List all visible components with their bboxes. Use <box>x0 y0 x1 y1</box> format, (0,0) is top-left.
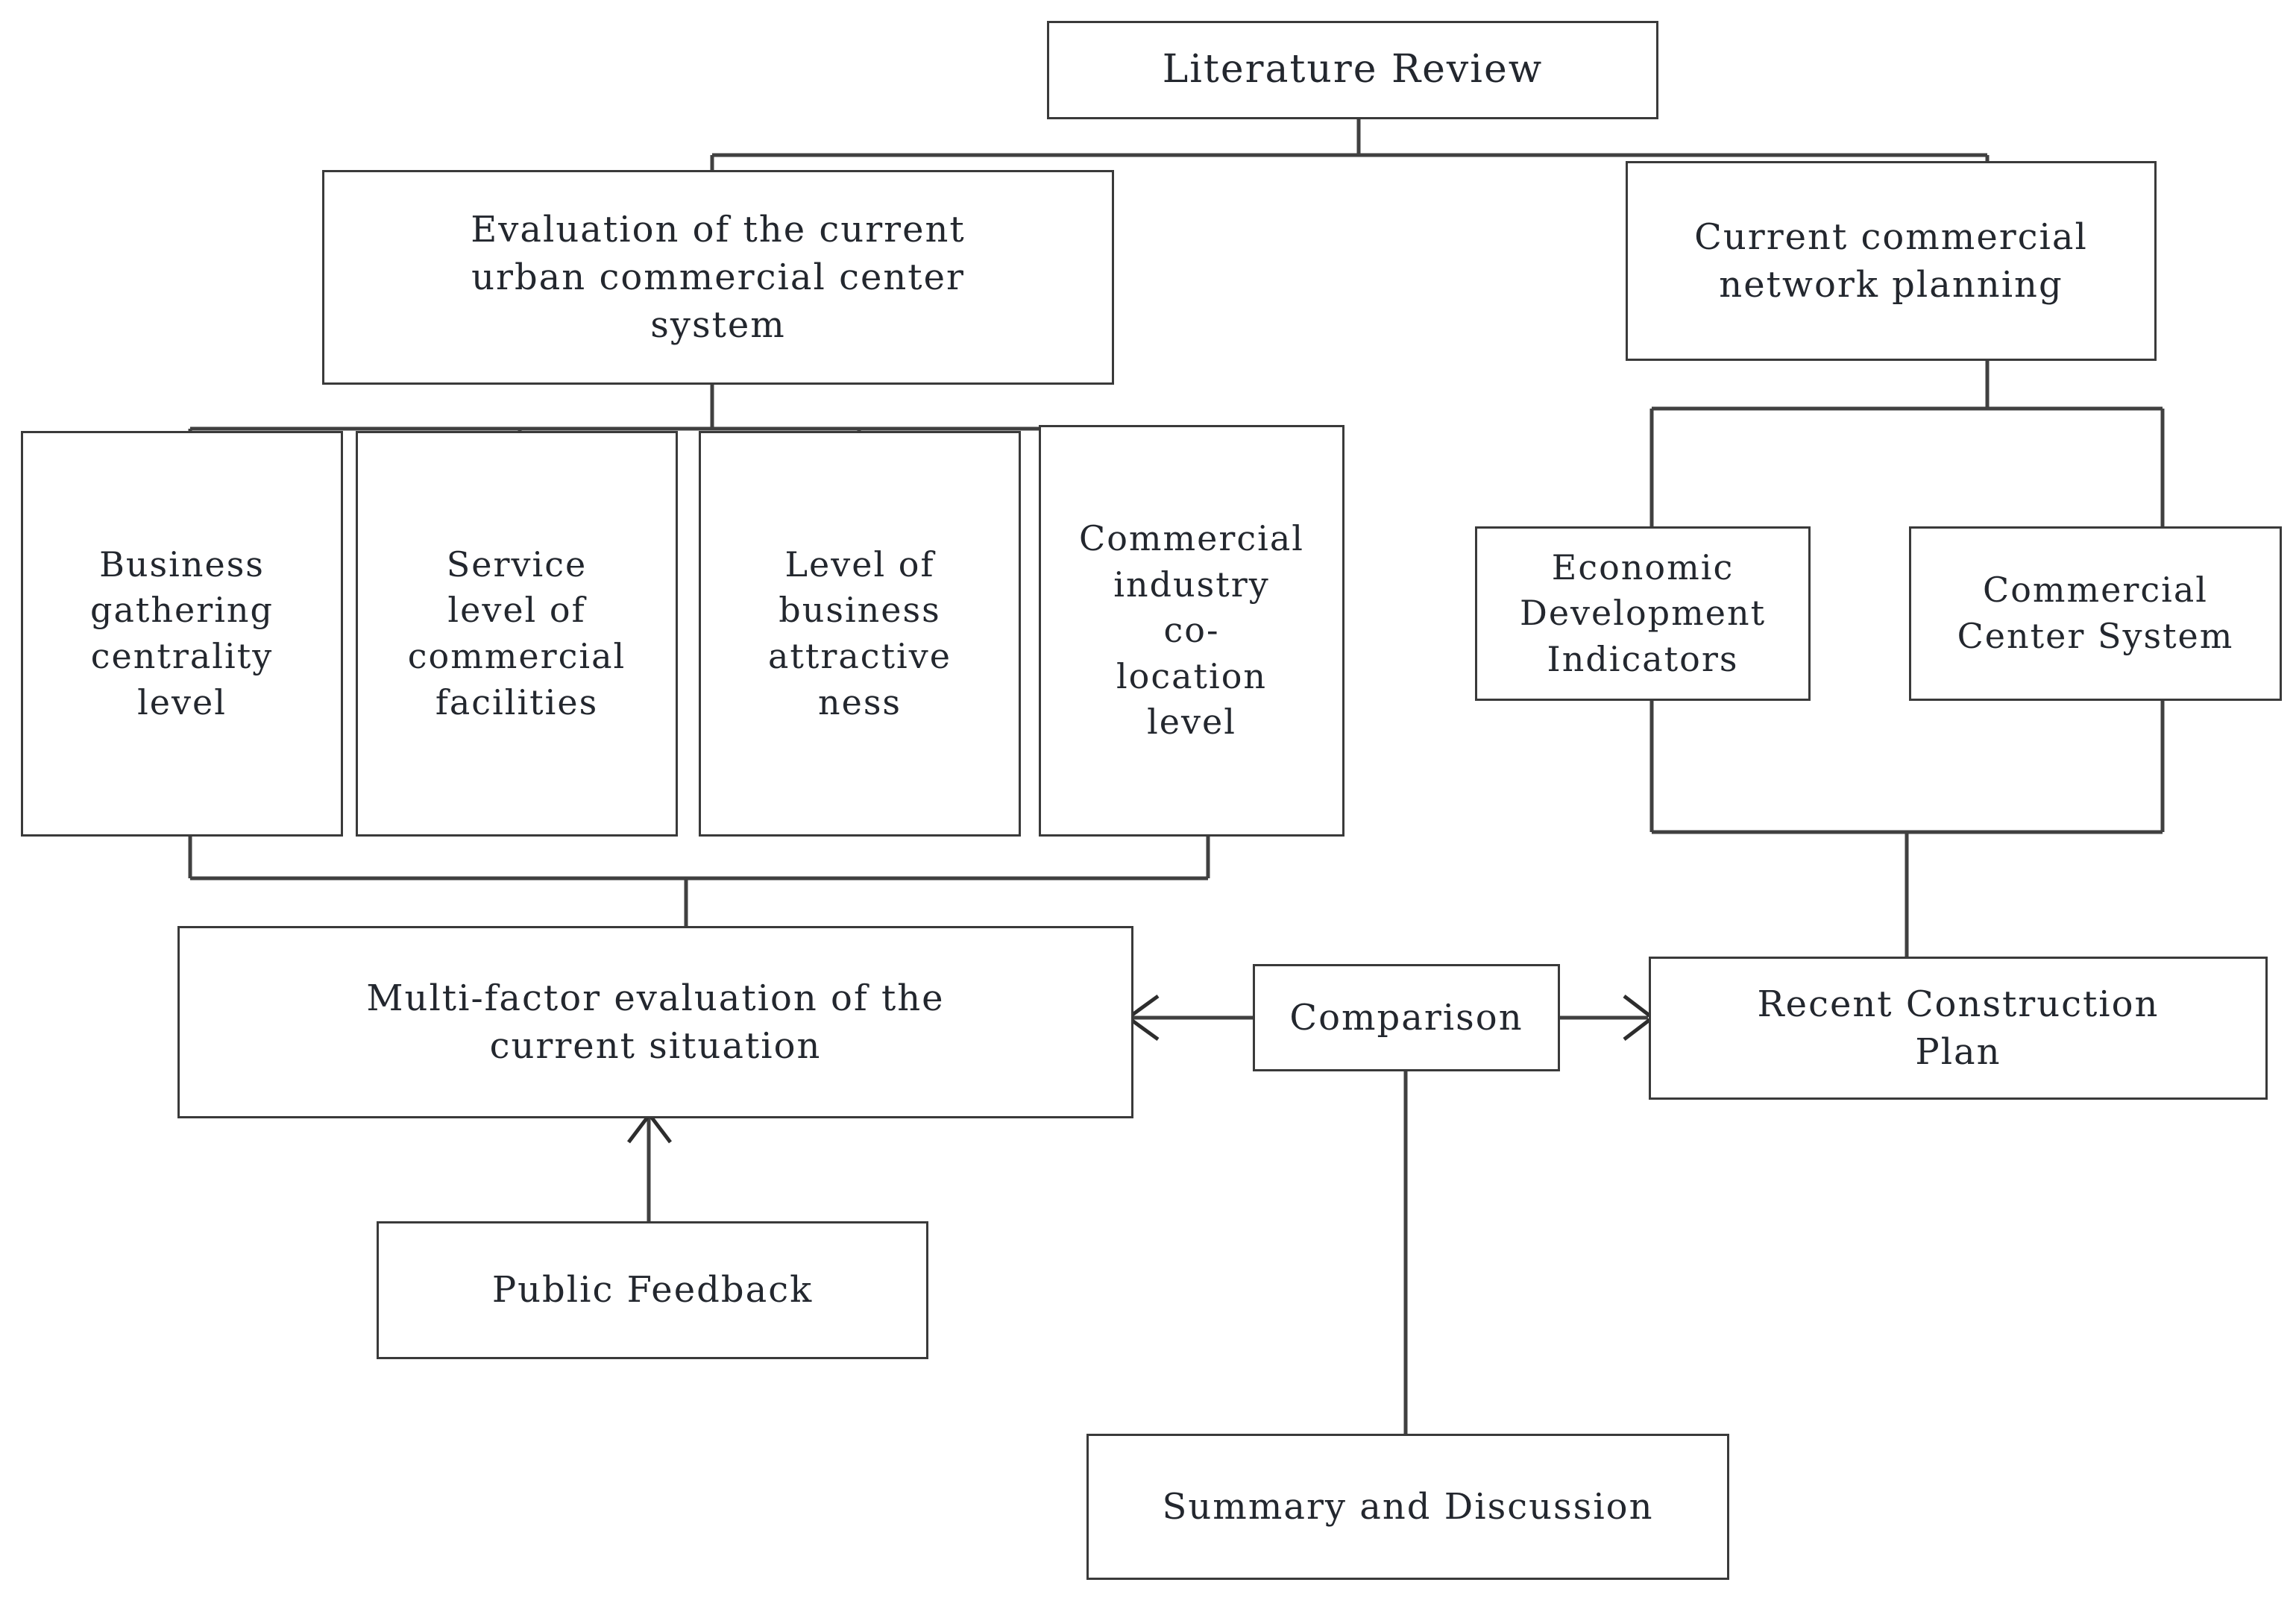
node-commercial-industry-colocation-label: Commercial industry co- location level <box>1079 517 1304 743</box>
node-current-network-planning[interactable]: Current commercial network planning <box>1626 161 2157 361</box>
node-commercial-center-system[interactable]: Commercial Center System <box>1909 526 2282 701</box>
node-multi-factor-evaluation[interactable]: Multi-factor evaluation of the current s… <box>177 926 1133 1118</box>
node-evaluation-current-system[interactable]: Evaluation of the current urban commerci… <box>322 170 1114 385</box>
node-economic-development-indicators[interactable]: Economic Development Indicators <box>1475 526 1811 701</box>
node-public-feedback-label: Public Feedback <box>491 1269 814 1311</box>
node-literature-review[interactable]: Literature Review <box>1047 21 1658 119</box>
node-comparison[interactable]: Comparison <box>1253 964 1560 1071</box>
node-business-attractiveness-label: Level of business attractive ness <box>768 544 952 722</box>
node-evaluation-current-system-label: Evaluation of the current urban commerci… <box>471 208 966 347</box>
node-public-feedback[interactable]: Public Feedback <box>377 1221 928 1359</box>
node-multi-factor-evaluation-label: Multi-factor evaluation of the current s… <box>366 977 945 1067</box>
node-commercial-center-system-label: Commercial Center System <box>1957 570 2234 656</box>
node-service-level-commercial-facilities-label: Service level of commercial facilities <box>407 544 626 722</box>
node-recent-construction-plan-label: Recent Construction Plan <box>1757 983 2160 1073</box>
node-summary-discussion[interactable]: Summary and Discussion <box>1086 1434 1729 1580</box>
node-recent-construction-plan[interactable]: Recent Construction Plan <box>1649 957 2268 1100</box>
node-business-attractiveness[interactable]: Level of business attractive ness <box>699 431 1021 837</box>
node-literature-review-label: Literature Review <box>1162 47 1544 92</box>
arrowhead-up <box>627 1111 672 1144</box>
node-current-network-planning-label: Current commercial network planning <box>1694 215 2088 306</box>
node-summary-discussion-label: Summary and Discussion <box>1162 1485 1654 1528</box>
node-commercial-industry-colocation[interactable]: Commercial industry co- location level <box>1039 425 1344 837</box>
node-business-gathering-centrality-label: Business gathering centrality level <box>90 544 274 722</box>
node-comparison-label: Comparison <box>1289 996 1523 1039</box>
node-service-level-commercial-facilities[interactable]: Service level of commercial facilities <box>356 431 678 837</box>
node-business-gathering-centrality[interactable]: Business gathering centrality level <box>21 431 343 837</box>
node-economic-development-indicators-label: Economic Development Indicators <box>1519 547 1767 679</box>
